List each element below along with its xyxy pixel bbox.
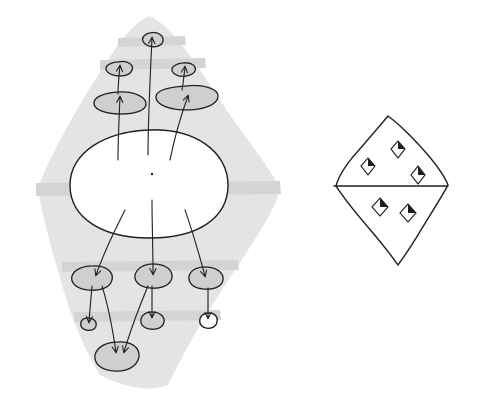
mini-diamond-5-fill xyxy=(408,204,416,213)
arrow-center-to-mid-right xyxy=(169,96,188,161)
bottom-right-small-node xyxy=(199,312,218,329)
bottom-large-node xyxy=(94,341,140,372)
mini-diamond-4 xyxy=(371,197,389,217)
center-dot xyxy=(150,172,154,176)
bottom-left-small-node xyxy=(80,317,97,332)
right-sketch xyxy=(333,115,449,266)
arrow-lower-center-to-bottom-large xyxy=(124,285,149,352)
arrow-center-to-mid-left xyxy=(118,97,120,161)
arrow-center-to-lower-center xyxy=(152,199,153,274)
arrow-center-to-lower-left xyxy=(96,209,126,275)
arrow-lower-left-to-bottom-left xyxy=(89,285,92,322)
lower-left-node xyxy=(71,265,113,291)
arrow-lower-left-to-bottom-large xyxy=(101,285,116,352)
left-sketch xyxy=(36,16,281,389)
mini-diamond-4-fill xyxy=(380,198,388,207)
mini-diamond-3-fill xyxy=(418,166,425,175)
mini-diamond-1-fill xyxy=(398,141,405,149)
arrow-mid-left-to-upper-left xyxy=(118,66,120,95)
lower-center-node xyxy=(134,263,173,289)
arrow-center-to-top xyxy=(147,38,152,156)
mini-diamond-5 xyxy=(399,203,417,223)
mini-diamond-2-fill xyxy=(368,158,375,166)
small-diamond-outline xyxy=(335,115,449,266)
top-node xyxy=(142,31,164,48)
arrow-mid-right-to-upper-right xyxy=(182,67,185,91)
bottom-center-small-node xyxy=(140,311,165,330)
center-node xyxy=(69,129,229,239)
arrow-center-to-lower-right xyxy=(184,209,205,276)
lower-right-node xyxy=(188,266,224,290)
